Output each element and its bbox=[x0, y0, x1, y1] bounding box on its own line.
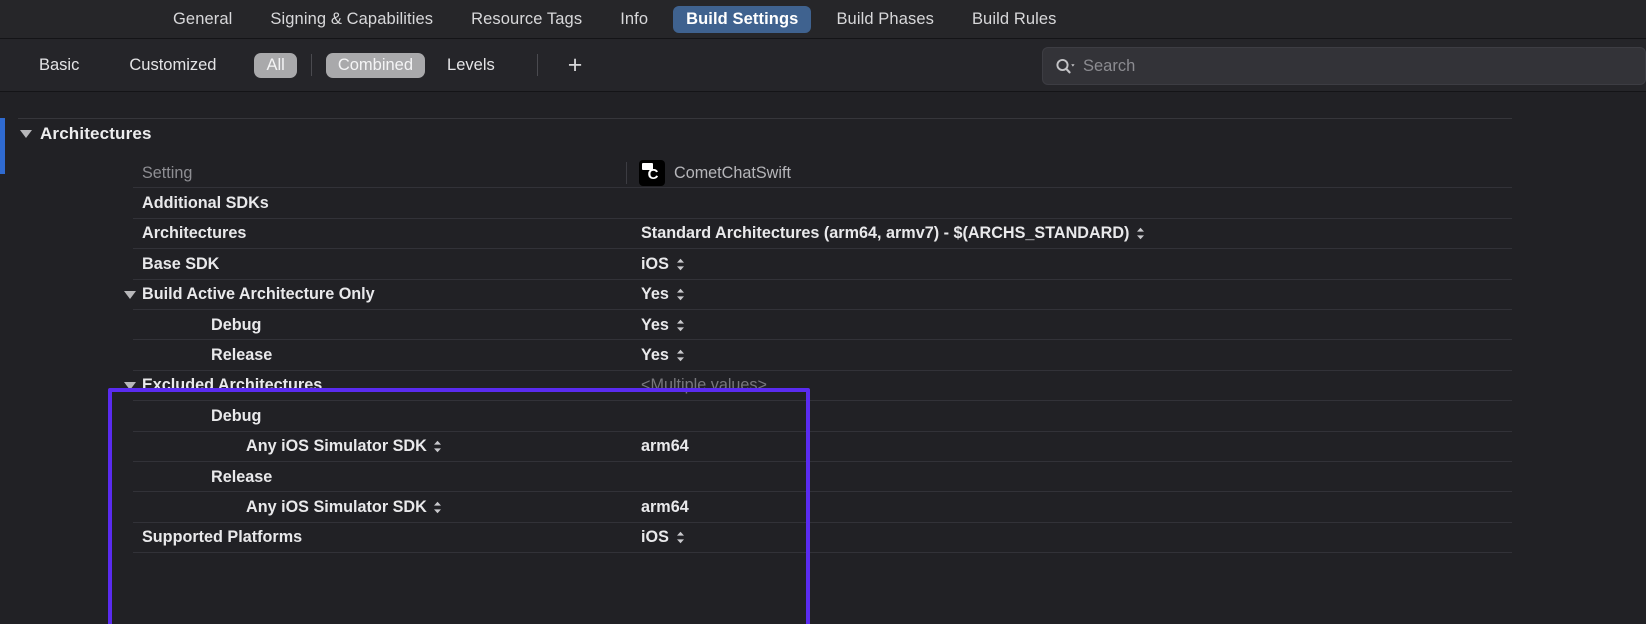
setting-value-text: arm64 bbox=[641, 497, 689, 516]
table-row[interactable]: Base SDK iOS bbox=[0, 249, 1646, 280]
setting-label-text: Build Active Architecture Only bbox=[142, 285, 375, 304]
setting-label[interactable]: Excluded Architectures bbox=[124, 376, 322, 395]
setting-label: Additional SDKs bbox=[142, 194, 269, 213]
setting-label: Release bbox=[211, 346, 273, 365]
setting-value-text: Yes bbox=[641, 346, 669, 365]
chevron-down-icon[interactable] bbox=[124, 290, 136, 299]
chevron-down-icon[interactable] bbox=[124, 381, 136, 390]
table-header-row: Setting C CometChatSwift bbox=[0, 158, 1646, 189]
search-icon bbox=[1055, 58, 1075, 75]
setting-value-text: Standard Architectures (arm64, armv7) - … bbox=[641, 224, 1130, 243]
filter-levels[interactable]: Levels bbox=[447, 55, 495, 74]
setting-label-text: Excluded Architectures bbox=[142, 376, 323, 395]
column-header-setting: Setting bbox=[142, 163, 193, 182]
top-divider bbox=[18, 118, 1512, 119]
editor-tab-bar: General Signing & Capabilities Resource … bbox=[0, 0, 1646, 39]
setting-label[interactable]: Any iOS Simulator SDK bbox=[246, 437, 442, 456]
setting-value[interactable]: Yes bbox=[641, 316, 685, 335]
table-row[interactable]: Build Active Architecture Only Yes bbox=[0, 280, 1646, 310]
tab-general[interactable]: General bbox=[173, 9, 233, 28]
filter-divider-2 bbox=[536, 54, 538, 76]
setting-label: Release bbox=[211, 467, 273, 486]
table-row[interactable]: Any iOS Simulator SDK arm64 bbox=[0, 432, 1646, 462]
setting-value-text: iOS bbox=[641, 254, 669, 273]
filter-all[interactable]: All bbox=[254, 52, 297, 78]
filter-basic[interactable]: Basic bbox=[39, 55, 80, 74]
selection-accent-strip bbox=[0, 118, 5, 174]
tab-resource-tags[interactable]: Resource Tags bbox=[471, 9, 583, 28]
setting-value-text: arm64 bbox=[641, 437, 689, 456]
tab-info[interactable]: Info bbox=[620, 9, 649, 28]
filter-customized[interactable]: Customized bbox=[129, 55, 217, 74]
setting-label: Base SDK bbox=[142, 254, 220, 273]
setting-value-text: Yes bbox=[641, 315, 669, 334]
setting-value-text: Yes bbox=[641, 285, 669, 304]
group-header-architectures[interactable]: Architectures bbox=[20, 124, 152, 144]
add-setting-button[interactable]: + bbox=[567, 50, 583, 79]
setting-label-text: Any iOS Simulator SDK bbox=[246, 497, 427, 516]
setting-value-text: iOS bbox=[641, 528, 669, 547]
table-row[interactable]: Excluded Architectures <Multiple values> bbox=[0, 371, 1646, 402]
setting-value[interactable]: Yes bbox=[641, 285, 685, 304]
table-row[interactable]: Additional SDKs bbox=[0, 188, 1646, 219]
stepper-icon[interactable] bbox=[433, 501, 442, 514]
cometchat-app-icon: C bbox=[639, 160, 665, 187]
stepper-icon[interactable] bbox=[433, 440, 442, 453]
stepper-icon[interactable] bbox=[676, 349, 685, 362]
tab-signing-capabilities[interactable]: Signing & Capabilities bbox=[270, 9, 434, 28]
stepper-icon[interactable] bbox=[676, 288, 685, 301]
table-row[interactable]: Any iOS Simulator SDK arm64 bbox=[0, 492, 1646, 523]
stepper-icon[interactable] bbox=[676, 258, 685, 271]
build-settings-table: Setting C CometChatSwift Additional SDKs bbox=[0, 158, 1646, 554]
setting-value[interactable]: Yes bbox=[641, 346, 685, 365]
search-field[interactable]: Search bbox=[1042, 47, 1646, 85]
table-row[interactable]: Release bbox=[0, 462, 1646, 493]
build-settings-body: Architectures Setting C CometChatSwift A… bbox=[0, 92, 1646, 624]
setting-value[interactable]: <Multiple values> bbox=[641, 376, 767, 395]
stepper-icon[interactable] bbox=[676, 531, 685, 544]
build-settings-filter-bar: Basic Customized All Combined Levels + S… bbox=[0, 39, 1646, 92]
setting-value[interactable]: arm64 bbox=[641, 437, 689, 456]
stepper-icon[interactable] bbox=[1136, 227, 1145, 240]
setting-value-text: <Multiple values> bbox=[641, 376, 767, 395]
table-row[interactable]: Supported Platforms iOS bbox=[0, 523, 1646, 554]
setting-label: Debug bbox=[211, 315, 262, 334]
search-placeholder: Search bbox=[1083, 56, 1136, 75]
tab-build-phases[interactable]: Build Phases bbox=[836, 9, 934, 28]
setting-value[interactable]: iOS bbox=[641, 528, 685, 547]
chevron-down-icon bbox=[20, 130, 32, 138]
setting-label[interactable]: Any iOS Simulator SDK bbox=[246, 498, 442, 517]
setting-label: Architectures bbox=[142, 224, 247, 243]
target-name-label: CometChatSwift bbox=[674, 163, 791, 182]
table-row[interactable]: Debug bbox=[0, 401, 1646, 432]
filter-combined[interactable]: Combined bbox=[325, 52, 426, 78]
column-divider bbox=[626, 162, 627, 185]
setting-label: Supported Platforms bbox=[142, 528, 303, 547]
column-header-target: C CometChatSwift bbox=[626, 160, 791, 187]
table-row[interactable]: Debug Yes bbox=[0, 310, 1646, 341]
tab-build-settings[interactable]: Build Settings bbox=[673, 5, 812, 33]
setting-value[interactable]: iOS bbox=[641, 255, 685, 274]
table-row[interactable]: Release Yes bbox=[0, 340, 1646, 371]
setting-value[interactable]: arm64 bbox=[641, 498, 689, 517]
setting-label[interactable]: Build Active Architecture Only bbox=[124, 285, 375, 304]
filter-divider bbox=[310, 54, 312, 76]
table-row[interactable]: Architectures Standard Architectures (ar… bbox=[0, 219, 1646, 250]
setting-label-text: Any iOS Simulator SDK bbox=[246, 437, 427, 456]
setting-value[interactable]: Standard Architectures (arm64, armv7) - … bbox=[641, 224, 1145, 243]
stepper-icon[interactable] bbox=[676, 319, 685, 332]
setting-label: Debug bbox=[211, 406, 262, 425]
tab-build-rules[interactable]: Build Rules bbox=[971, 9, 1057, 28]
group-header-label: Architectures bbox=[40, 124, 152, 143]
